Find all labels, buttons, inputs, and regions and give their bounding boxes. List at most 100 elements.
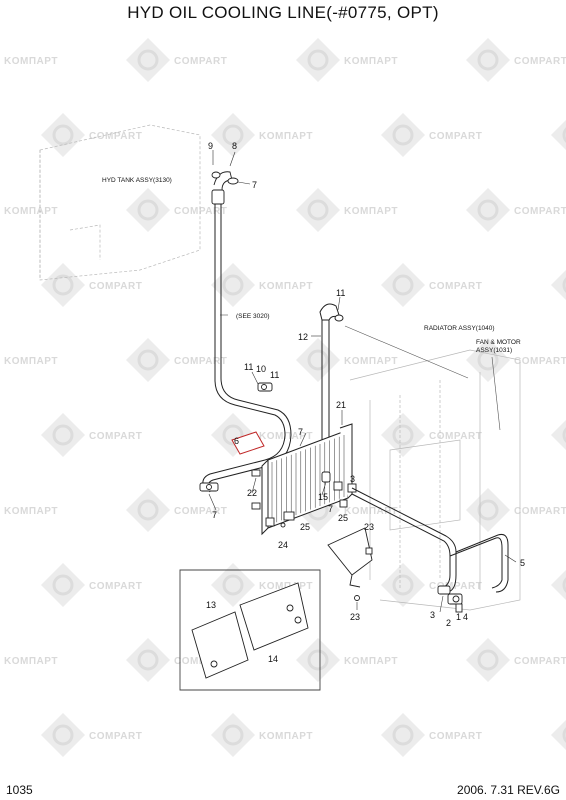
watermark-text: KOMПAPT — [259, 731, 313, 742]
watermark-logo: COMPART — [126, 488, 227, 532]
watermark-logo: COMPART — [466, 488, 566, 532]
watermark-text: KOMПAPT — [4, 356, 58, 367]
watermark-text: COMPART — [174, 506, 227, 517]
watermark-text: KOMПAPT — [344, 56, 398, 67]
watermark-logo: COMPART — [41, 563, 142, 607]
callout-25: 25 — [338, 513, 348, 523]
watermark-logo: KOMПAPT — [4, 356, 58, 367]
watermark-logo: KOMПAPT — [296, 638, 398, 682]
watermark-logo: COMPART — [41, 713, 142, 757]
revision-date: 2006. 7.31 REV.6G — [457, 783, 560, 797]
callout-21: 21 — [336, 400, 346, 410]
watermark-text: COMPART — [514, 656, 566, 667]
lower-fittings — [437, 585, 463, 613]
callout-15: 15 — [318, 492, 328, 502]
watermark-text: COMPART — [429, 281, 482, 292]
callout-leaders — [208, 150, 517, 613]
watermark-text: COMPART — [429, 581, 482, 592]
callout-5: 5 — [520, 558, 525, 568]
watermark-text: KOMПAPT — [344, 656, 398, 667]
watermark-logo: KOMПAPT — [4, 56, 58, 67]
watermark-text: KOMПAPT — [344, 356, 398, 367]
hose-tank-to-cooler — [202, 200, 292, 493]
callout-7: 7 — [328, 504, 333, 514]
callout-1: 1 — [456, 612, 461, 622]
radiator-label: RADIATOR ASSY(1040) — [424, 325, 495, 332]
page-number: 1035 — [6, 783, 33, 797]
watermark-text: KOMПAPT — [259, 281, 313, 292]
watermark-logo: COMPART — [466, 338, 566, 382]
callout-7: 7 — [212, 510, 217, 520]
callout-10: 10 — [256, 364, 266, 374]
callout-6: 6 — [234, 436, 239, 446]
watermark-logo: COMPART — [466, 38, 566, 82]
callout-24: 24 — [278, 540, 288, 550]
callout-7: 7 — [298, 427, 303, 437]
watermark-text: COMPART — [514, 356, 566, 367]
assembly-labels: HYD TANK ASSY(3130) (SEE 3020) RADIATOR … — [102, 177, 521, 354]
watermark-logo: KOMПAPT — [4, 656, 58, 667]
watermark-logo: COMPART — [126, 338, 227, 382]
watermark-text: COMPART — [429, 431, 482, 442]
part-6-marker — [231, 431, 265, 455]
watermark-text: COMPART — [429, 731, 482, 742]
watermark-logo: COMPART — [381, 263, 482, 307]
watermark-logo: KOMПAPT — [211, 113, 313, 157]
callout-2: 2 — [446, 618, 451, 628]
callout-22: 22 — [247, 488, 257, 498]
hose-cooler-to-pump — [351, 487, 509, 593]
callout-9: 9 — [208, 141, 213, 151]
callout-12: 12 — [298, 332, 308, 342]
tank-elbow-fitting — [211, 171, 239, 205]
callout-4: 4 — [463, 612, 468, 622]
watermark-logo: COMPART — [41, 263, 142, 307]
hyd-tank-label: HYD TANK ASSY(3130) — [102, 177, 172, 184]
watermark-logo: COMPART — [381, 413, 482, 457]
watermark-text: KOMПAPT — [4, 206, 58, 217]
watermark-text: KOMПAPT — [259, 581, 313, 592]
watermark-logo: COMPART — [41, 413, 142, 457]
watermark-logo: KOMПAPT — [551, 570, 566, 600]
mounting-plate-13 — [191, 611, 249, 679]
mounting-plate-14 — [239, 582, 309, 651]
detail-box — [179, 569, 321, 691]
watermark-text: COMPART — [174, 656, 227, 667]
watermark-logo: KOMПAPT — [4, 206, 58, 217]
watermark-text: KOMПAPT — [4, 506, 58, 517]
watermark-logo: COMPART — [381, 563, 482, 607]
callout-23: 23 — [350, 612, 360, 622]
watermark-logo: KOMПAPT — [296, 188, 398, 232]
watermark-logo: KOMПAPT — [296, 338, 398, 382]
watermark-text: KOMПAPT — [259, 431, 313, 442]
watermark-logo: KOMПAPT — [551, 120, 566, 150]
callout-8: 8 — [232, 141, 237, 151]
watermark-text: COMPART — [89, 731, 142, 742]
watermark-text: KOMПAPT — [344, 506, 398, 517]
watermark-logo: KOMПAPT — [296, 38, 398, 82]
watermark-logo: COMPART — [466, 188, 566, 232]
fan-motor-label-1: FAN & MOTOR — [476, 339, 521, 346]
watermark-logo: KOMПAPT — [551, 720, 566, 750]
watermark-text: KOMПAPT — [259, 131, 313, 142]
callout-14: 14 — [268, 654, 278, 664]
callout-11: 11 — [270, 370, 279, 380]
watermark-logo: KOMПAPT — [211, 563, 313, 607]
callout-25: 25 — [300, 522, 310, 532]
watermark-logo: COMPART — [381, 713, 482, 757]
watermark-logo: COMPART — [466, 638, 566, 682]
watermark-logo: COMPART — [41, 113, 142, 157]
watermark-text: COMPART — [514, 206, 566, 217]
watermark-logo: KOMПAPT — [551, 270, 566, 300]
page-title: HYD OIL COOLING LINE(-#0775, OPT) — [127, 3, 439, 22]
callout-7: 7 — [252, 180, 257, 190]
watermark-text: COMPART — [514, 506, 566, 517]
fan-motor-label-2: ASSY(1031) — [476, 347, 512, 354]
watermark-text: COMPART — [174, 356, 227, 367]
radiator-outline — [349, 349, 521, 611]
watermark-logo: COMPART — [126, 638, 227, 682]
watermark-text: COMPART — [89, 131, 142, 142]
watermark-layer: KOMПAPT COMPART KOMПAPT COMPART COMPART KOMПA… — [4, 38, 566, 757]
watermark-text: KOMПAPT — [344, 206, 398, 217]
